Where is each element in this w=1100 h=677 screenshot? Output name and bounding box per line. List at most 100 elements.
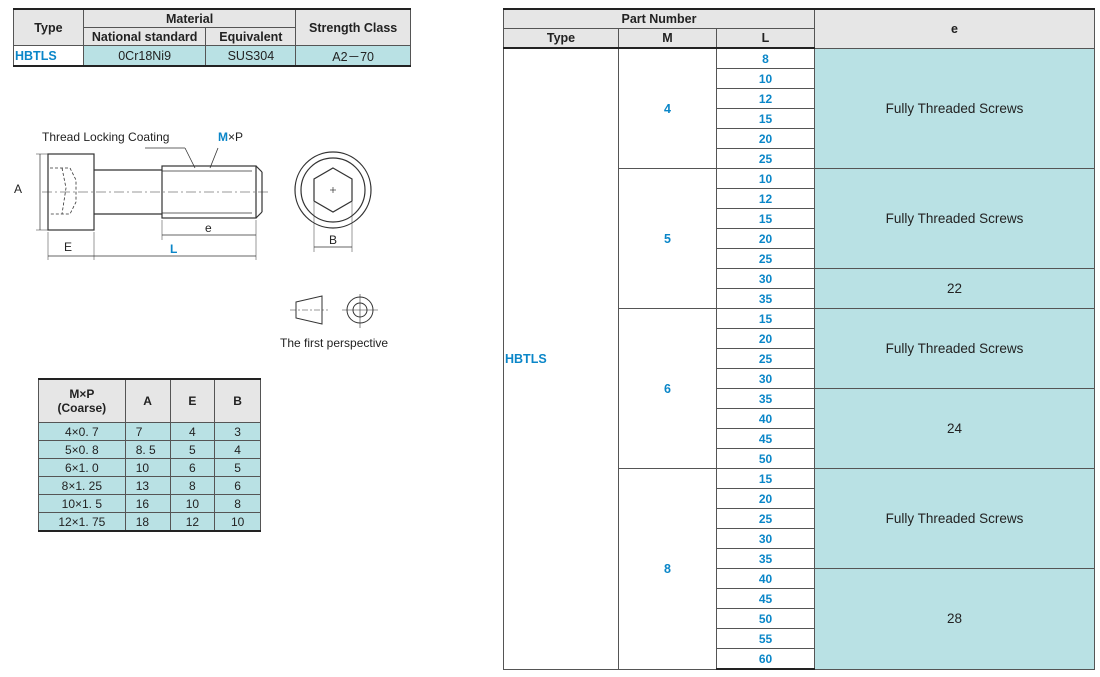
dim-header-coarse-label: (Coarse)	[57, 401, 107, 415]
dim-cell-a: 10	[124, 458, 171, 477]
part-l-cell: 60	[716, 648, 815, 670]
part-l-cell: 12	[716, 88, 815, 109]
dim-cell-mxp: 8×1. 25	[38, 476, 126, 495]
part-header-m: M	[618, 28, 717, 49]
part-m-cell: 5	[618, 168, 717, 309]
mxp-label: M×P	[218, 130, 243, 144]
material-strength-class-value: A2－70	[295, 45, 411, 67]
part-l-cell: 25	[716, 508, 815, 529]
dim-cell-b: 5	[214, 458, 261, 477]
dim-header-b: B	[214, 378, 261, 423]
table-row: 40	[504, 408, 1095, 429]
part-e-cell: Fully Threaded Screws	[814, 308, 1095, 389]
part-l-cell: 20	[716, 488, 815, 509]
part-l-cell: 50	[716, 448, 815, 469]
part-header-l: L	[716, 28, 815, 49]
table-row: 20	[504, 228, 1095, 249]
table-row: 20	[504, 128, 1095, 149]
part-l-cell: 40	[716, 408, 815, 429]
mxp-m-label: M	[218, 130, 228, 144]
table-row: 20	[504, 488, 1095, 509]
part-l-cell: 35	[716, 288, 815, 309]
part-l-cell: 15	[716, 468, 815, 489]
table-row: 20	[504, 328, 1095, 349]
part-l-cell: 35	[716, 388, 815, 409]
table-row: 50	[504, 448, 1095, 469]
dim-cell-a: 13	[124, 476, 171, 495]
dim-cell-a: 16	[124, 494, 171, 513]
material-table: Type Material Strength Class National st…	[13, 8, 411, 67]
dim-cell-b: 4	[214, 440, 261, 459]
dim-cell-b: 8	[214, 494, 261, 513]
part-m-cell: 4	[618, 47, 717, 169]
dim-cell-a: 8. 5	[124, 440, 171, 459]
part-header-e: e	[814, 8, 1095, 49]
dim-cell-e: 4	[169, 422, 216, 441]
table-row: 45	[504, 588, 1095, 609]
first-perspective-caption: The first perspective	[280, 336, 389, 350]
part-l-cell: 10	[716, 68, 815, 89]
material-header-equivalent: Equivalent	[205, 27, 297, 46]
part-e-cell: 28	[814, 568, 1095, 670]
dim-cell-b: 6	[214, 476, 261, 495]
material-equivalent-value: SUS304	[205, 45, 297, 67]
dimension-a-label: A	[14, 182, 23, 196]
part-e-cell: Fully Threaded Screws	[814, 168, 1095, 269]
part-l-cell: 25	[716, 148, 815, 169]
part-l-cell: 45	[716, 428, 815, 449]
dim-cell-a: 18	[124, 512, 171, 532]
table-row: 15	[504, 208, 1095, 229]
part-l-cell: 30	[716, 268, 815, 289]
part-header-part-number: Part Number	[503, 8, 815, 29]
part-m-cell: 6	[618, 308, 717, 469]
dim-cell-e: 10	[169, 494, 216, 513]
part-e-cell: 24	[814, 388, 1095, 469]
part-e-cell: 22	[814, 268, 1095, 309]
dim-cell-mxp: 4×0. 7	[38, 422, 126, 441]
table-row: 35	[504, 288, 1095, 309]
part-e-cell: Fully Threaded Screws	[814, 468, 1095, 569]
dim-header-e: E	[169, 378, 216, 423]
table-row: 25	[504, 148, 1095, 169]
part-l-cell: 12	[716, 188, 815, 209]
dim-header-mxp: M×P (Coarse)	[38, 378, 126, 423]
material-type-value: HBTLS	[13, 45, 84, 67]
part-l-cell: 20	[716, 228, 815, 249]
part-l-cell: 30	[716, 528, 815, 549]
dim-header-a: A	[124, 378, 171, 423]
material-header-national-standard: National standard	[82, 27, 207, 46]
part-l-cell: 20	[716, 128, 815, 149]
part-e-cell: Fully Threaded Screws	[814, 47, 1095, 169]
part-header-type: Type	[503, 28, 619, 49]
dim-cell-e: 8	[169, 476, 216, 495]
dimension-thread-e-label: e	[205, 221, 212, 235]
table-row: 55	[504, 628, 1095, 649]
screw-side-view-drawing	[36, 147, 268, 260]
part-m-cell: 8	[618, 468, 717, 670]
mxp-p-label: ×P	[228, 130, 244, 144]
dimension-b-label: B	[329, 233, 338, 247]
table-row: 35	[504, 548, 1095, 569]
part-l-cell: 15	[716, 108, 815, 129]
part-l-cell: 45	[716, 588, 815, 609]
dim-header-mxp-label: M×P	[69, 387, 95, 401]
part-l-cell: 55	[716, 628, 815, 649]
part-l-cell: 8	[716, 47, 815, 69]
screw-top-view-drawing	[294, 151, 372, 252]
thread-locking-coating-label: Thread Locking Coating	[42, 130, 170, 144]
part-l-cell: 15	[716, 208, 815, 229]
dim-cell-b: 10	[214, 512, 261, 532]
material-header-material: Material	[82, 8, 297, 28]
